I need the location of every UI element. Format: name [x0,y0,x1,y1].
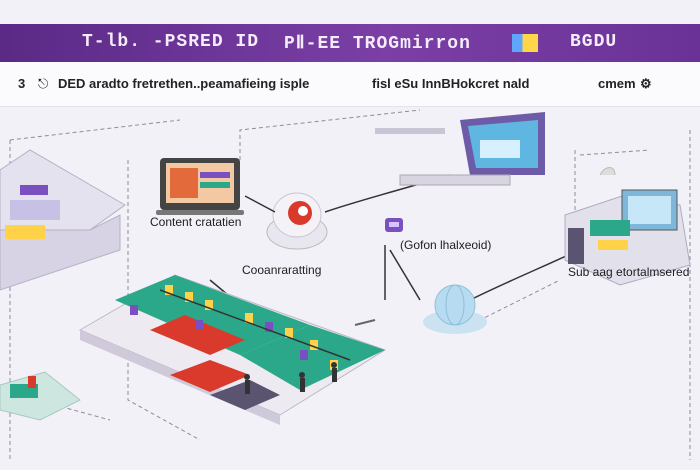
label-node: (Gofon lhalxeoid) [400,238,492,252]
monitor-icon [156,158,244,215]
title-mid: PⅡ-EE TROGmirron [284,34,471,54]
floor-plan [78,274,387,425]
sub-text-right: fisl eSu InnBHokcret nald [372,76,530,91]
label-coordination: Cooanraratting [242,263,322,277]
label-sub-storage: Sub aag etortalmsered [568,265,690,279]
database-icon [564,189,691,286]
chat-icon: ⚙ [640,76,652,91]
title-left: T-lb. -PSRED ID [82,32,260,52]
globe-icon [423,284,487,334]
sub-num: 3 [18,76,26,91]
sub-text-left: DED aradto fretrethen..peamafieing isple [58,76,310,91]
workstation-icon [0,371,81,421]
title-bar: T-lb. -PSRED ID PⅡ-EE TROGmirron BGDU [0,24,700,62]
tablet-icon [375,112,545,186]
red-button-icon [266,192,328,250]
robot-icon [385,218,403,232]
label-content-creation: Content cratatien [150,215,242,229]
person-icon [244,362,337,394]
flag-icon [512,34,538,52]
sub-text-end: cmem [598,76,636,91]
title-right: BGDU [570,32,618,52]
sub-header: 3 ⎋ DED aradto fretrethen..peamafieing i… [0,62,700,107]
server-icon [0,149,126,291]
link-icon: ⎋ [38,76,49,91]
